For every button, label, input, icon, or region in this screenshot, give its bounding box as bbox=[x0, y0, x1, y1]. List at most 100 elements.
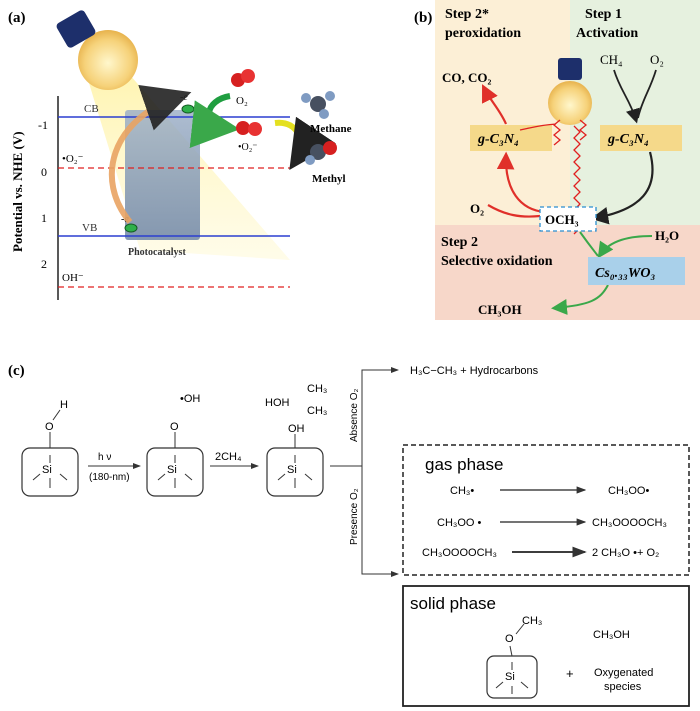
electron-vb-icon bbox=[124, 223, 138, 233]
activation-arrow bbox=[590, 151, 654, 225]
och3-to-cswo3-arrow bbox=[579, 231, 599, 257]
absence-label: Absence O₂ bbox=[349, 389, 360, 442]
si-label: Si bbox=[287, 464, 297, 476]
gas-row: CH₃OOOOCH₃ 2 CH₃O •+ O₂ bbox=[422, 546, 659, 559]
si-box-1: Si O H bbox=[21, 399, 79, 497]
methoxy-ch3-label: CH₃ bbox=[522, 615, 542, 627]
gcn-right-label: g-C₃N₄ bbox=[607, 132, 649, 147]
methyl-label: Methyl bbox=[312, 173, 346, 185]
step2star-sub: peroxidation bbox=[445, 26, 521, 41]
step1-title: Step 1 bbox=[585, 7, 622, 22]
gas-row-left: CH₃OOOOCH₃ bbox=[422, 547, 497, 559]
si-box-2: Si O •OH bbox=[146, 393, 204, 497]
step1-sub: Activation bbox=[576, 26, 638, 41]
y-tick: 2 bbox=[41, 257, 47, 271]
ch3oh-label: CH₃OH bbox=[478, 302, 522, 317]
light-bulb-icon bbox=[548, 58, 592, 125]
si-label: Si bbox=[505, 671, 515, 683]
ch3-radical-label: CH₃ bbox=[307, 383, 327, 395]
oxidation-arrow bbox=[274, 116, 336, 170]
panel-b-label: (b) bbox=[414, 10, 432, 26]
ch4-arrow bbox=[613, 69, 640, 124]
absence-branch bbox=[361, 367, 399, 466]
si-label: Si bbox=[42, 464, 52, 476]
light-wave bbox=[519, 119, 562, 146]
electron-top-label: -e bbox=[180, 92, 188, 103]
y-axis-label: Potential vs. NHE (V) bbox=[10, 131, 25, 252]
och3-box bbox=[539, 206, 597, 232]
h2o-label: H₂O bbox=[655, 228, 679, 243]
peroxidation-arrow bbox=[482, 84, 508, 125]
hoh-label: HOH bbox=[265, 397, 290, 409]
hydroxide-level-label: OH⁻ bbox=[62, 272, 84, 284]
step2-title: Step 2 bbox=[441, 235, 478, 250]
species-label: species bbox=[604, 681, 642, 693]
gcn-left-label: g-C₃N₄ bbox=[477, 132, 519, 147]
catalyst-label: Photocatalyst bbox=[128, 247, 186, 258]
o-label: O bbox=[170, 421, 179, 433]
electron-cb-icon bbox=[181, 104, 195, 114]
ch4-label: CH₄ bbox=[600, 52, 623, 67]
si-label: Si bbox=[167, 464, 177, 476]
h2o-arrow bbox=[597, 235, 653, 259]
panel-c: (c) Si O H h ν (180-nm) Si O bbox=[8, 363, 690, 707]
solid-phase-box bbox=[402, 585, 690, 707]
y-tick: -1 bbox=[38, 118, 48, 132]
oh-label: OH bbox=[288, 423, 305, 435]
ch3oh-arrow bbox=[551, 284, 609, 315]
gas-row-left: CH₃• bbox=[450, 485, 474, 497]
solid-phase-title: solid phase bbox=[410, 594, 496, 613]
gcn-left-box bbox=[470, 125, 552, 151]
photocatalyst-block bbox=[125, 110, 200, 240]
h-label: H bbox=[60, 399, 68, 411]
oh-radical-label: •OH bbox=[180, 393, 200, 405]
gas-row: CH₃• CH₃OO• bbox=[450, 485, 649, 497]
ch4-label: 2CH₄ bbox=[215, 451, 242, 463]
wavelength-label: (180-nm) bbox=[89, 472, 130, 483]
gas-row-right: CH₃OOOOCH₃ bbox=[592, 517, 667, 529]
panel-b: (b) Step 2* peroxidation Step 1 Activati… bbox=[414, 0, 700, 320]
superoxide-level-label: •O₂⁻ bbox=[62, 153, 84, 165]
panel-a: (a) Potential vs. NHE (V) -1 0 1 2 CB VB… bbox=[8, 10, 352, 300]
methane-icon bbox=[301, 91, 335, 119]
hv-label: h ν bbox=[98, 452, 111, 463]
presence-branch bbox=[361, 466, 399, 577]
gas-phase-box bbox=[402, 444, 690, 576]
gas-row: CH₃OO • CH₃OOOOCH₃ bbox=[437, 517, 667, 529]
plus-label: + bbox=[566, 666, 574, 681]
superoxide-icon bbox=[236, 121, 262, 136]
y-tick: 1 bbox=[41, 211, 47, 225]
solid-ch3oh-label: CH₃OH bbox=[593, 629, 630, 641]
cb-label: CB bbox=[84, 103, 99, 115]
si-box-3: Si OH HOH CH₃ CH₃ bbox=[265, 383, 327, 497]
gas-row-right: CH₃OO• bbox=[608, 485, 649, 497]
o-label: O bbox=[45, 421, 54, 433]
ch3-radical-label: CH₃ bbox=[307, 405, 327, 417]
gcn-right-box bbox=[600, 125, 682, 151]
methyl-icon bbox=[305, 141, 337, 165]
gas-phase-title: gas phase bbox=[425, 455, 503, 474]
y-tick: 0 bbox=[41, 165, 47, 179]
light-bulb-icon bbox=[56, 10, 138, 90]
o2-molecule-icon bbox=[231, 69, 255, 87]
hydrocarbons-label: H₃C−CH₃ + Hydrocarbons bbox=[410, 365, 539, 377]
reduction-arrow bbox=[189, 93, 240, 148]
gas-row-left: CH₃OO • bbox=[437, 517, 482, 529]
light-wave bbox=[578, 119, 588, 141]
vb-label: VB bbox=[82, 222, 97, 234]
o2-left-arrow bbox=[487, 204, 541, 218]
gas-row-right: 2 CH₃O •+ O₂ bbox=[592, 547, 659, 559]
excitation-arrow bbox=[108, 85, 192, 224]
superoxide-label: •O₂⁻ bbox=[238, 142, 258, 153]
co-label: CO, CO₂ bbox=[442, 70, 492, 85]
methane-label: Methane bbox=[310, 123, 352, 135]
cswo3-box bbox=[588, 257, 685, 285]
och3-label: OCH₃ bbox=[545, 212, 579, 227]
step2-sub: Selective oxidation bbox=[441, 254, 553, 269]
o2-top-label: O₂ bbox=[650, 52, 664, 67]
step2star-title: Step 2* bbox=[445, 7, 489, 22]
o2-label: O₂ bbox=[236, 95, 248, 107]
oxygenated-label: Oxygenated bbox=[594, 667, 653, 679]
o2-left-label: O₂ bbox=[470, 201, 484, 216]
presence-label: Presence O₂ bbox=[349, 488, 360, 545]
